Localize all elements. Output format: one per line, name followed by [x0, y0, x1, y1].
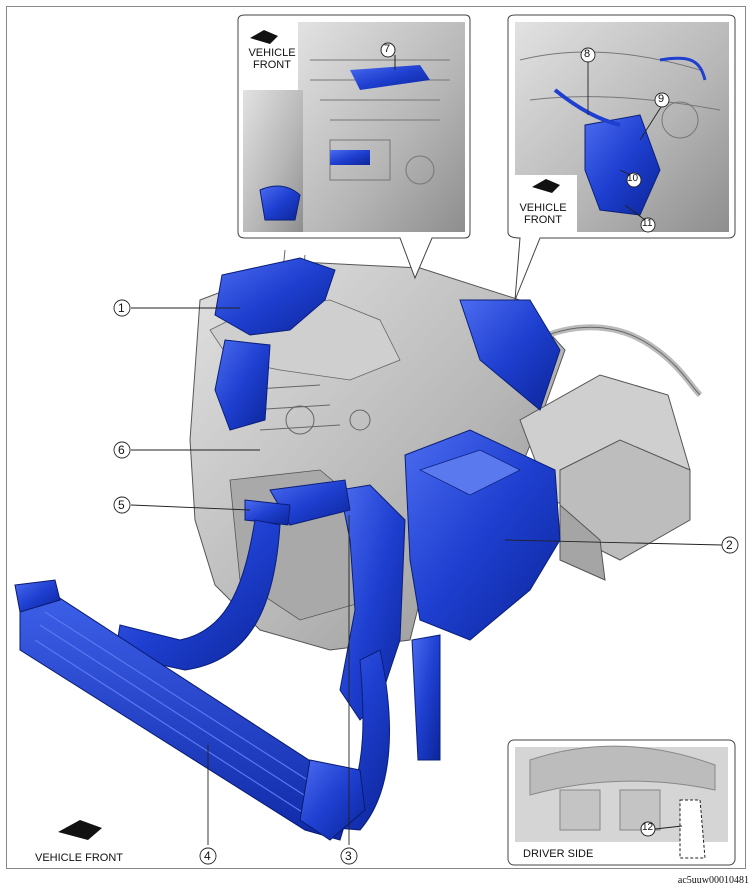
figure-code: ac5uuw00010481 — [677, 875, 749, 886]
callout-3: 3 — [345, 849, 352, 863]
part-2-air-cleaner — [404, 429, 561, 641]
main-vehicle-front-label: VEHICLE FRONT — [35, 852, 124, 864]
part-6-pipe — [214, 339, 271, 431]
vehicle-front-arrow-icon — [250, 30, 278, 44]
callout-9: 9 — [658, 93, 665, 105]
vf-line1: VEHICLE — [248, 47, 296, 59]
vehicle-front-arrow-icon-2 — [532, 179, 560, 193]
vehicle-front-arrow-icon-main — [58, 820, 102, 840]
callout-10: 10 — [627, 173, 639, 184]
callout-7: 7 — [384, 43, 391, 55]
inset-top-left — [237, 14, 471, 280]
part-1-intake-cover — [214, 257, 336, 336]
callout-5: 5 — [118, 498, 125, 512]
callout-12: 12 — [642, 822, 654, 833]
callout-6: 6 — [118, 443, 125, 457]
callout-circles — [113, 299, 739, 865]
figure-frame — [6, 6, 746, 869]
vf2-line2: FRONT — [524, 213, 562, 226]
charge-air-hose-left — [114, 519, 281, 671]
callout-4: 4 — [204, 849, 211, 863]
leader-lines — [130, 307, 723, 845]
pipe-vertical — [411, 634, 441, 761]
inset-vehicle-front-label: VEHICLE FRONT — [244, 47, 300, 71]
vf-line2: FRONT — [253, 58, 291, 71]
battery-box — [519, 374, 691, 581]
callout-1: 1 — [118, 301, 125, 315]
callout-2: 2 — [726, 538, 733, 552]
callout-8: 8 — [584, 48, 591, 60]
inset-top-right — [507, 14, 736, 301]
part-5-hose — [244, 499, 291, 526]
callout-11: 11 — [642, 218, 653, 229]
vf2-line1: VEHICLE — [519, 202, 567, 214]
intake-upper-right — [459, 299, 561, 411]
inset2-vehicle-front-label: VEHICLE FRONT — [513, 202, 573, 226]
inset-bottom-right — [507, 739, 736, 866]
driver-side-caption: DRIVER SIDE — [523, 848, 594, 860]
